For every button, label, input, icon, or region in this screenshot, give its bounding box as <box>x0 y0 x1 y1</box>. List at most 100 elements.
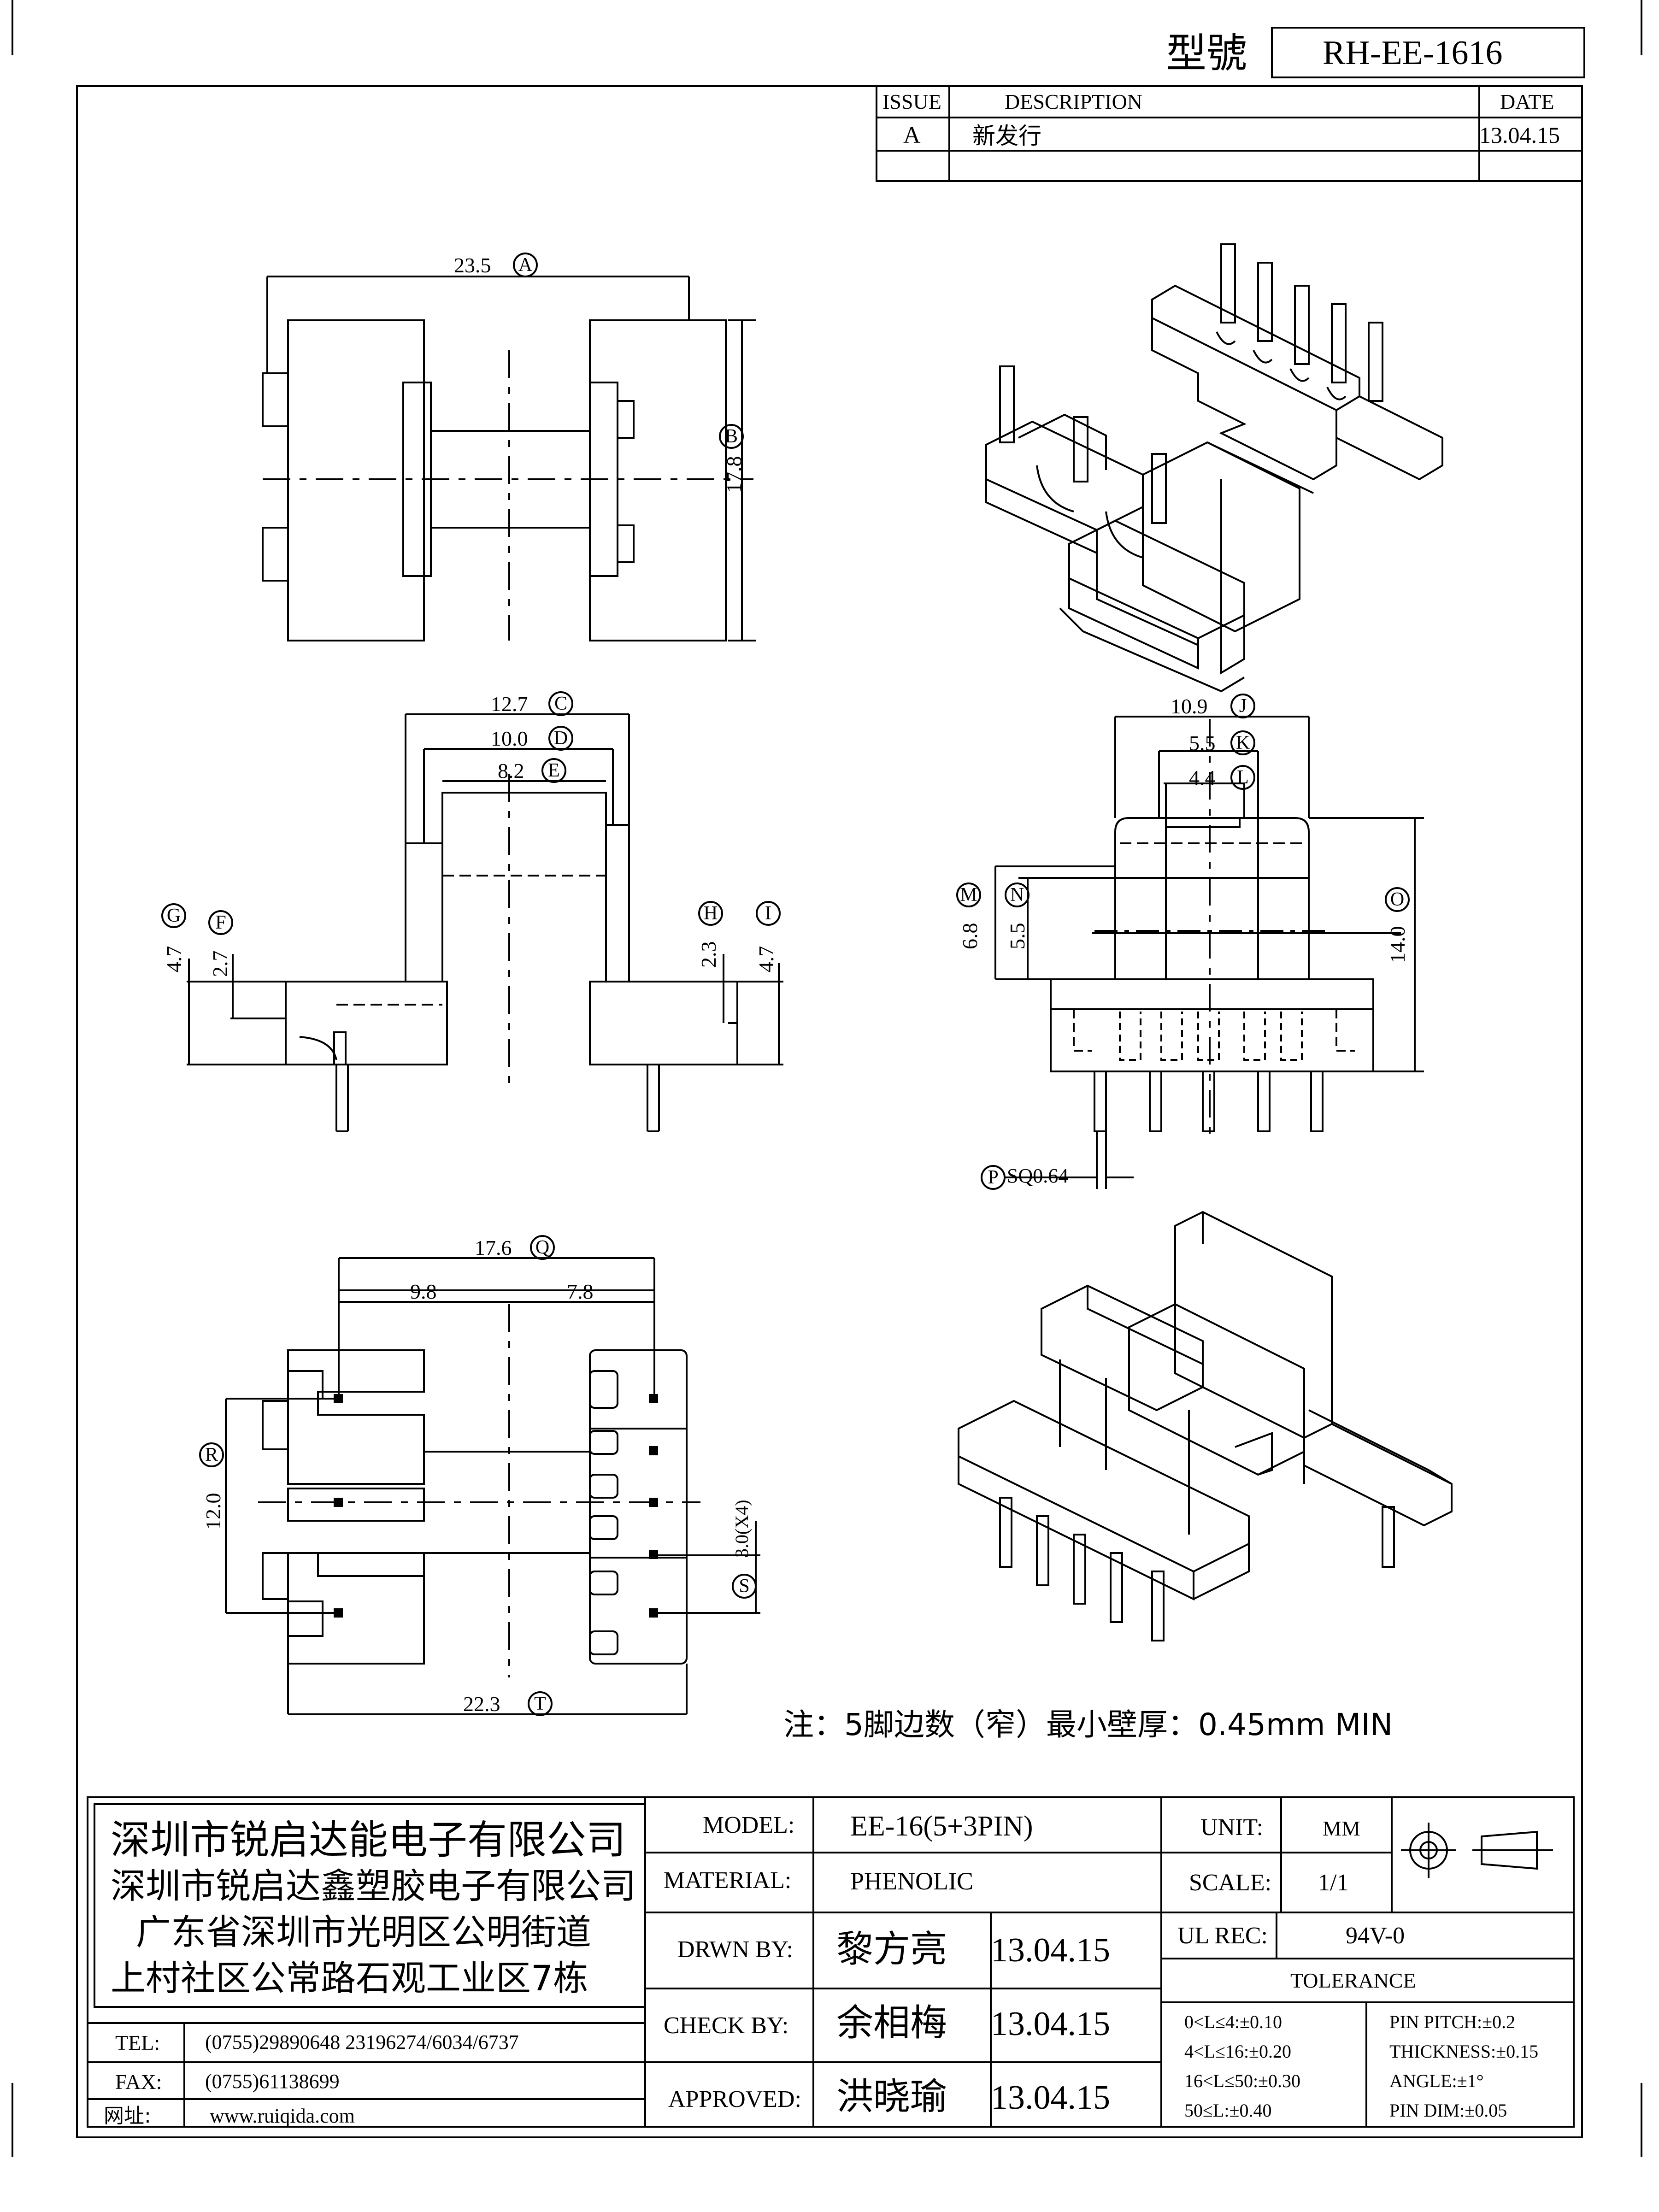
dim-J-value: 10.9 <box>1171 694 1208 718</box>
model-field-value: EE-16(5+3PIN) <box>850 1811 1033 1842</box>
wall-thickness-note: 注：5脚边数（窄）最小壁厚：0.45mm MIN <box>783 1707 1393 1742</box>
revision-divider <box>876 150 1583 152</box>
company-line-3: 广东省深圳市光明区公明街道 <box>136 1912 591 1953</box>
model-number-box <box>1271 27 1585 78</box>
dim-Q-marker: Q <box>530 1235 555 1260</box>
dim-P-marker: P <box>981 1165 1006 1190</box>
ul-value: 94V-0 <box>1346 1923 1405 1949</box>
revision-table <box>876 85 1583 182</box>
dim-G-marker: G <box>161 903 186 928</box>
dim-J-marker: J <box>1230 694 1255 718</box>
drawn-by-value: 黎方亮 <box>836 1928 947 1971</box>
company-line-4: 上村社区公常路石观工业区7栋 <box>111 1958 588 1999</box>
dim-H-value: 2.3 <box>697 941 720 968</box>
model-field-label: MODEL: <box>703 1812 795 1838</box>
unit-value: MM <box>1323 1817 1360 1840</box>
tolerance-left-3: 16<L≤50:±0.30 <box>1184 2071 1301 2091</box>
tolerance-right-1: PIN PITCH:±0.2 <box>1389 2012 1516 2032</box>
bottom-view <box>225 1257 760 1715</box>
dim-P-value: SQ0.64 <box>1007 1165 1069 1187</box>
dim-N-value: 5.5 <box>1006 923 1029 950</box>
dim-G-value: 4.7 <box>162 946 186 973</box>
dim-R-value: 12.0 <box>201 1493 225 1530</box>
scale-label: SCALE: <box>1189 1870 1272 1896</box>
revision-header-issue: ISSUE <box>882 90 941 113</box>
dim-L-marker: L <box>1230 765 1255 790</box>
revision-issue: A <box>903 122 921 148</box>
dim-K-marker: K <box>1230 730 1255 755</box>
dim-D-value: 10.0 <box>491 727 528 750</box>
dim-C-value: 12.7 <box>491 692 528 716</box>
tolerance-right-4: PIN DIM:±0.05 <box>1389 2100 1507 2121</box>
check-by-value: 余相梅 <box>836 2001 947 2044</box>
dim-B-marker: B <box>719 424 744 449</box>
revision-divider <box>876 117 1583 118</box>
dim-E-marker: E <box>541 758 566 783</box>
dim-R-marker: R <box>199 1442 224 1467</box>
dim-S-value: 3.0(X4) <box>731 1500 752 1558</box>
ul-label: UL REC: <box>1177 1923 1268 1949</box>
web-label: 网址: <box>104 2104 151 2128</box>
side-view <box>994 716 1424 1189</box>
tel-label: TEL: <box>115 2031 160 2054</box>
dim-O-value: 14.0 <box>1386 926 1409 964</box>
dim-I-marker: I <box>756 901 781 926</box>
dim-H-marker: H <box>698 901 723 926</box>
fax-value: (0755)61138699 <box>205 2070 340 2093</box>
title-block-frame <box>87 1796 1575 2128</box>
tel-value: (0755)29890648 23196274/6034/6737 <box>205 2031 519 2053</box>
iso-view-top <box>985 243 1443 693</box>
dim-M-marker: M <box>956 882 981 907</box>
dim-L-value: 4.4 <box>1189 766 1216 789</box>
dim-D-marker: D <box>548 726 573 751</box>
revision-divider <box>1478 85 1480 182</box>
approved-date: 13.04.15 <box>991 2079 1110 2117</box>
scale-value: 1/1 <box>1318 1870 1349 1896</box>
drawn-date: 13.04.15 <box>991 1931 1110 1969</box>
drawn-by-label: DRWN BY: <box>677 1936 793 1963</box>
unit-label: UNIT: <box>1200 1814 1264 1841</box>
corner-tick <box>1641 2083 1642 2157</box>
web-value: www.ruiqida.com <box>210 2105 355 2127</box>
revision-divider <box>948 85 950 182</box>
dim-O-marker: O <box>1385 887 1410 912</box>
revision-date: 13.04.15 <box>1479 122 1560 148</box>
dim-I-value: 4.7 <box>754 946 778 973</box>
dim-N-marker: N <box>1005 882 1030 907</box>
dim-F-value: 2.7 <box>208 950 232 977</box>
dim-E-value: 8.2 <box>498 759 524 782</box>
model-number: RH-EE-1616 <box>1323 34 1503 72</box>
corner-tick <box>1641 0 1642 55</box>
dim-K-value: 5.5 <box>1189 731 1216 755</box>
material-label: MATERIAL: <box>664 1867 792 1894</box>
iso-view-bottom <box>958 1211 1453 1641</box>
check-date: 13.04.15 <box>991 2005 1110 2043</box>
dim-T-value: 22.3 <box>463 1692 500 1716</box>
company-line-2: 深圳市锐启达鑫塑胶电子有限公司 <box>111 1865 636 1906</box>
approved-by-value: 洪晓瑜 <box>836 2075 947 2118</box>
front-view <box>187 713 783 1132</box>
dim-A-value: 23.5 <box>454 253 491 277</box>
tolerance-right-2: THICKNESS:±0.15 <box>1389 2041 1539 2062</box>
corner-tick <box>12 0 13 55</box>
tolerance-left-4: 50≤L:±0.40 <box>1184 2100 1272 2121</box>
material-value: PHENOLIC <box>850 1867 973 1895</box>
fax-label: FAX: <box>115 2070 162 2094</box>
drawing-frame <box>76 85 1583 2138</box>
dim-Q-left: 9.8 <box>410 1280 437 1303</box>
tolerance-label: TOLERANCE <box>1290 1969 1416 1992</box>
dim-S-marker: S <box>732 1574 757 1599</box>
dim-Q-right: 7.8 <box>567 1280 594 1303</box>
tolerance-left-1: 0<L≤4:±0.10 <box>1184 2012 1282 2032</box>
revision-description: 新发行 <box>972 123 1041 149</box>
approved-label: APPROVED: <box>668 2086 801 2112</box>
dim-T-marker: T <box>528 1691 553 1716</box>
dim-F-marker: F <box>208 910 233 935</box>
company-line-1: 深圳市锐启达能电子有限公司 <box>111 1817 626 1863</box>
tolerance-right-3: ANGLE:±1° <box>1389 2071 1484 2091</box>
corner-tick <box>12 2083 13 2157</box>
revision-header-description: DESCRIPTION <box>1005 90 1143 113</box>
model-label: 型號 <box>1166 29 1247 77</box>
dim-Q-value: 17.6 <box>475 1236 512 1259</box>
